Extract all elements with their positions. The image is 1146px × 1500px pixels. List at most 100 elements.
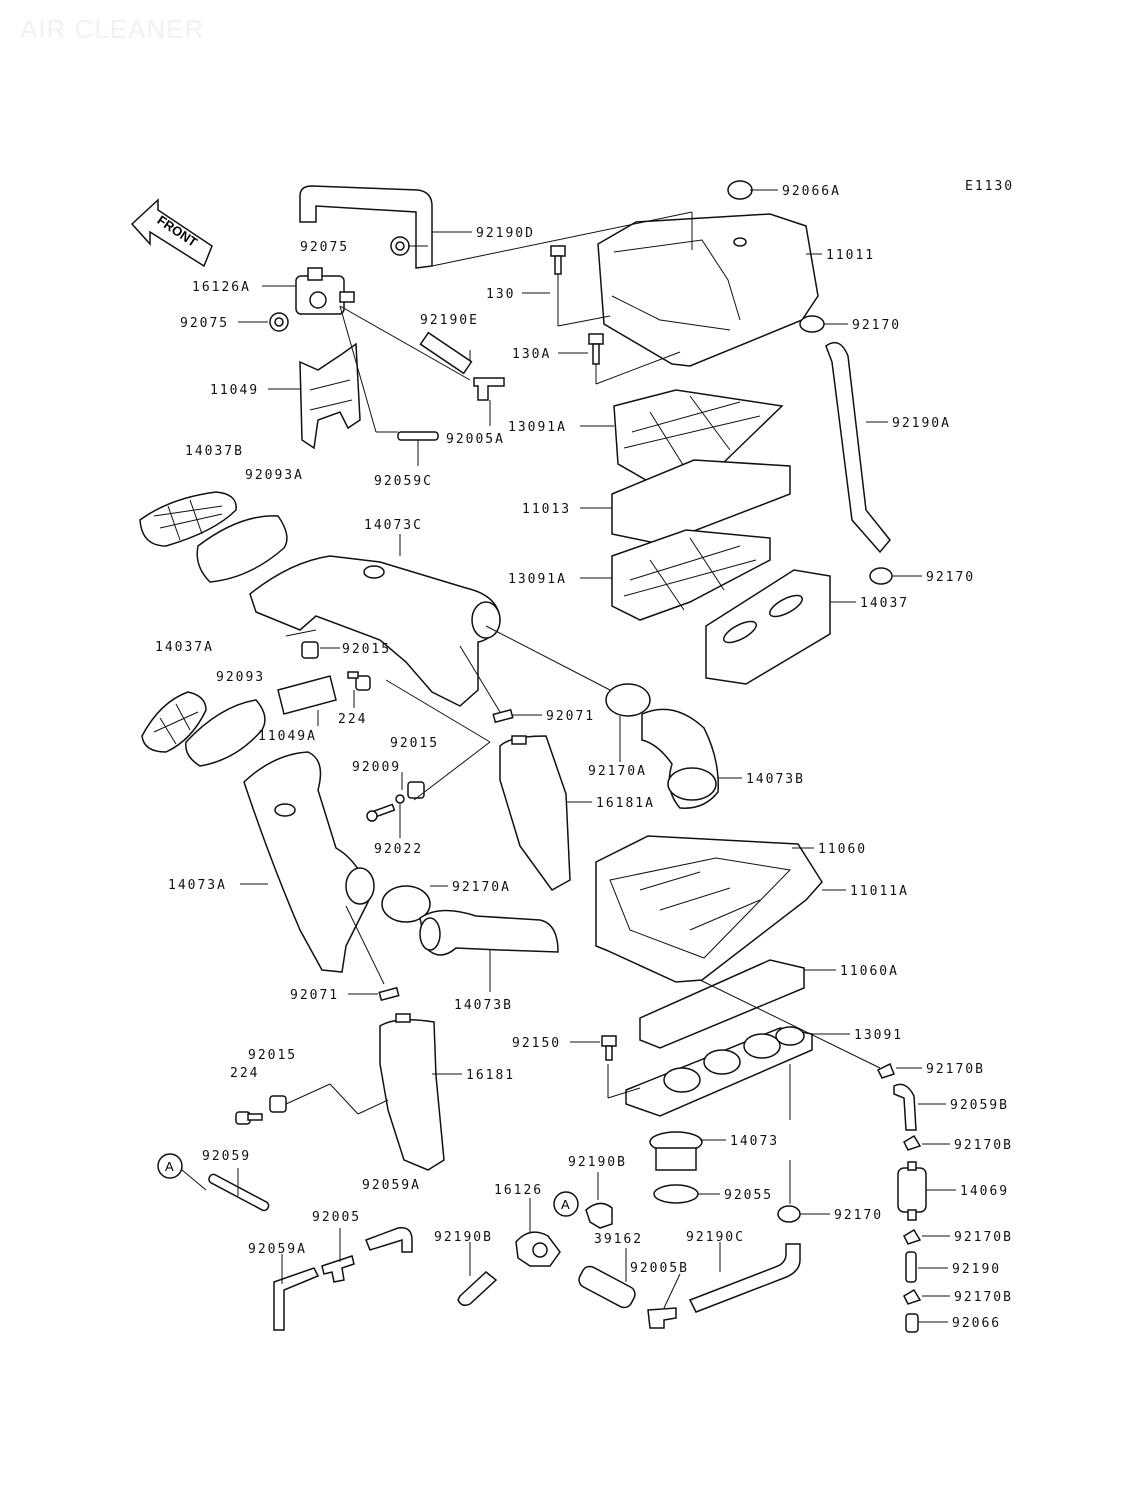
label-13091: 13091 <box>854 1028 903 1043</box>
label-92190b-a: 92190B <box>568 1155 627 1170</box>
nut-92075-top[interactable] <box>390 236 410 256</box>
filter-14069[interactable] <box>897 1161 927 1221</box>
label-92170-top: 92170 <box>852 318 901 333</box>
bolt-130a[interactable] <box>588 333 604 365</box>
label-14073: 14073 <box>730 1134 779 1149</box>
bolt-92150[interactable] <box>601 1035 617 1061</box>
cover-16181a[interactable] <box>499 735 571 891</box>
tube-92190e[interactable] <box>419 331 473 375</box>
clamp-92170b-c[interactable] <box>903 1228 922 1245</box>
label-92170b-c: 92170B <box>954 1230 1013 1245</box>
label-14073a: 14073A <box>168 878 227 893</box>
clamp-92170-mid[interactable] <box>869 567 893 585</box>
label-92059c: 92059C <box>374 474 433 489</box>
holder-13091[interactable] <box>625 1026 813 1117</box>
label-92005a: 92005A <box>446 432 505 447</box>
bracket-11049[interactable] <box>299 342 361 450</box>
tube-92059c[interactable] <box>397 431 439 441</box>
collar-92015-b[interactable] <box>407 781 425 799</box>
label-14073c: 14073C <box>364 518 423 533</box>
hose-92190a[interactable] <box>825 341 891 554</box>
cap-14073[interactable] <box>649 1131 703 1171</box>
panel-14037[interactable] <box>705 569 831 685</box>
label-130: 130 <box>486 287 515 302</box>
label-14037a: 14037A <box>155 640 214 655</box>
label-92190: 92190 <box>952 1262 1001 1277</box>
boot-92093[interactable] <box>185 699 266 767</box>
label-92093: 92093 <box>216 670 265 685</box>
nut-92075-left[interactable] <box>269 312 289 332</box>
grille-14037b[interactable] <box>139 491 237 547</box>
label-92059: 92059 <box>202 1149 251 1164</box>
cover-11011[interactable] <box>597 213 819 367</box>
tube-92059[interactable] <box>208 1173 270 1212</box>
clamp-92170-top[interactable] <box>799 315 825 333</box>
bolt-224-a[interactable] <box>347 671 371 691</box>
fitting-92005b[interactable] <box>647 1307 677 1329</box>
fitting-92005[interactable] <box>321 1255 355 1283</box>
cap-92066a[interactable] <box>727 180 753 200</box>
oring-92055[interactable] <box>653 1184 699 1204</box>
clamp-92170a-a[interactable] <box>605 683 651 717</box>
label-11011: 11011 <box>826 248 875 263</box>
boot-92093a[interactable] <box>196 515 288 583</box>
duct-14073c[interactable] <box>249 555 501 707</box>
label-14037: 14037 <box>860 596 909 611</box>
clamp-92170-bot[interactable] <box>777 1205 801 1223</box>
tube-14073b-a[interactable] <box>641 708 719 809</box>
tube-92059a-a[interactable] <box>365 1227 413 1253</box>
pin-92071-a[interactable] <box>492 708 514 724</box>
label-11049a: 11049A <box>258 729 317 744</box>
label-92190d: 92190D <box>476 226 535 241</box>
clamp-92170a-b[interactable] <box>381 885 431 923</box>
bracket-11049a[interactable] <box>277 675 337 715</box>
grille-14037a[interactable] <box>141 691 207 753</box>
label-92075-top: 92075 <box>300 240 349 255</box>
label-16126: 16126 <box>494 1183 543 1198</box>
pipe-39162[interactable] <box>576 1264 638 1311</box>
hose-92190b-a[interactable] <box>585 1202 613 1229</box>
bolt-224-b[interactable] <box>235 1111 263 1125</box>
valve-16126a[interactable] <box>295 267 355 315</box>
cap-92066[interactable] <box>905 1313 919 1333</box>
leader-lines <box>181 189 956 1323</box>
tube-92059a-b[interactable] <box>273 1267 320 1331</box>
pin-92071-b[interactable] <box>378 986 400 1002</box>
clamp-92170b-b[interactable] <box>903 1134 922 1151</box>
hose-92190d[interactable] <box>299 185 433 269</box>
bolt-130[interactable] <box>550 245 566 275</box>
element-11013[interactable] <box>611 459 791 545</box>
label-16126a: 16126A <box>192 280 251 295</box>
clamp-92170b-a[interactable] <box>876 1062 895 1079</box>
label-13091a-top: 13091A <box>508 420 567 435</box>
label-92150: 92150 <box>512 1036 561 1051</box>
label-11060a: 11060A <box>840 964 899 979</box>
label-92170b-d: 92170B <box>954 1290 1013 1305</box>
valve-16126[interactable] <box>515 1231 561 1267</box>
washer-92022[interactable] <box>395 794 405 804</box>
label-92066: 92066 <box>952 1316 1001 1331</box>
label-92059b: 92059B <box>950 1098 1009 1113</box>
gasket-11060a[interactable] <box>639 959 805 1049</box>
duct-14073a[interactable] <box>243 751 375 973</box>
case-11060[interactable] <box>595 835 823 983</box>
label-92015-b: 92015 <box>390 736 439 751</box>
label-92075-left: 92075 <box>180 316 229 331</box>
collar-92015-c[interactable] <box>269 1095 287 1113</box>
collar-92015-a[interactable] <box>301 641 319 659</box>
tube-92190[interactable] <box>905 1251 917 1283</box>
hose-92190b-b[interactable] <box>457 1271 498 1307</box>
screen-13091a-bottom[interactable] <box>611 529 771 621</box>
tube-14073b-b[interactable] <box>419 909 559 956</box>
fitting-92005a[interactable] <box>473 377 505 401</box>
hose-92190c[interactable] <box>688 1243 801 1313</box>
label-92190a: 92190A <box>892 416 951 431</box>
cover-16181[interactable] <box>379 1013 445 1171</box>
label-39162: 39162 <box>594 1232 643 1247</box>
label-11049: 11049 <box>210 383 259 398</box>
clamp-92170b-d[interactable] <box>903 1288 922 1305</box>
callout-a-left-label: A <box>165 1159 174 1174</box>
bolt-92009[interactable] <box>366 803 396 822</box>
label-92190e: 92190E <box>420 313 479 328</box>
tube-92059b[interactable] <box>893 1083 917 1131</box>
